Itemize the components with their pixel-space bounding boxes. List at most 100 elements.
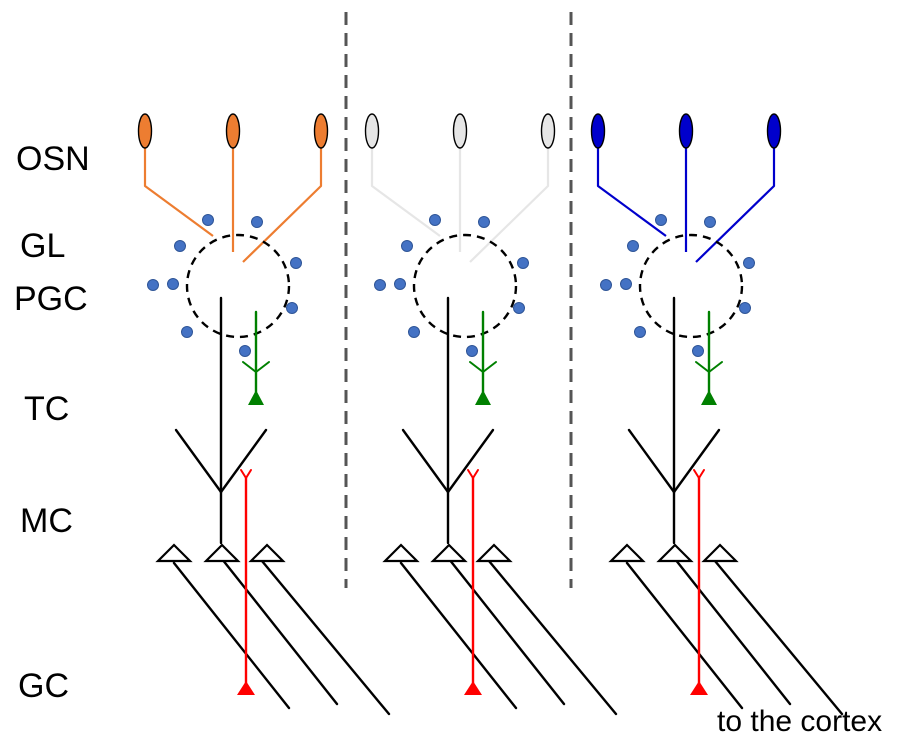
osn-axon-3 [242,148,323,263]
tufted-cell-branch-right [482,361,497,373]
label-tc: TC [24,390,69,428]
projection-neuron-soma-left [382,543,420,563]
periglomerular-cell [600,279,612,291]
osn-cell-body-3 [313,113,329,149]
projection-neuron-soma-right [701,543,739,563]
periglomerular-cell [627,240,639,252]
label-osn: OSN [16,140,90,178]
glomerular-units [137,113,844,716]
tufted-cell-body [475,390,491,405]
periglomerular-cell [429,214,441,226]
glomerulus [412,233,518,339]
glomerulus [638,233,744,339]
osn-cell-body-2 [678,113,694,149]
tufted-cell-branch-left [242,361,257,373]
osn-axon-3 [695,148,776,263]
osn-cell-body-1 [364,113,380,149]
granule-cell-spine-left [240,469,247,479]
tufted-cell-branch-left [469,361,484,373]
granule-cell-body [690,681,708,695]
tufted-cell-body [248,390,264,405]
projection-neuron-soma-left [155,543,193,563]
glomerular-unit-2 [364,113,618,716]
tufted-cell-branch-right [708,361,723,373]
projection-axon-3 [713,559,844,716]
label-mc: MC [20,502,73,540]
label-pgc: PGC [14,280,88,318]
glomerulus [185,233,291,339]
periglomerular-cell [620,278,632,290]
osn-axon-1 [596,148,667,237]
periglomerular-cell [374,279,386,291]
osn-cell-body-3 [766,113,782,149]
projection-neuron-soma-right [248,543,286,563]
osn-axon-1 [370,148,441,237]
periglomerular-cell [739,302,751,314]
osn-axon-3 [469,148,550,263]
osn-axon-1 [143,148,214,237]
glomerular-unit-1 [137,113,391,716]
periglomerular-cell [290,257,302,269]
granule-cell-body [237,681,255,695]
mitral-dendrite-right [672,428,721,494]
periglomerular-cell [466,345,478,357]
mitral-cell-soma [430,543,468,563]
granule-cell-spine-left [467,469,474,479]
periglomerular-cell [513,302,525,314]
projection-axon-2 [673,557,792,706]
mitral-dendrite-right [446,428,495,494]
projection-axon-1 [625,561,744,710]
granule-cell-spine-right [245,469,252,479]
granule-cell-spine-left [693,469,700,479]
osn-cell-body-1 [590,113,606,149]
projection-axon-1 [172,561,291,710]
projection-neuron-soma-left [608,543,646,563]
periglomerular-cell [394,278,406,290]
periglomerular-cell [174,240,186,252]
mitral-cell-soma [656,543,694,563]
projection-axon-3 [260,559,391,716]
mitral-dendrite-left [174,428,223,494]
periglomerular-cell [239,345,251,357]
periglomerular-cell [408,326,420,338]
granule-cell-body [464,681,482,695]
label-gl: GL [20,227,65,265]
mitral-cell-soma [203,543,241,563]
projection-axon-2 [447,557,566,706]
tufted-cell-branch-left [695,361,710,373]
projection-neuron-soma-right [475,543,513,563]
glomerular-unit-3 [590,113,844,716]
periglomerular-cell [655,214,667,226]
periglomerular-cell [704,216,716,228]
mitral-dendrite-right [219,428,268,494]
mitral-dendrite-left [627,428,676,494]
tufted-cell-branch-right [255,361,270,373]
osn-cell-body-1 [137,113,153,149]
tufted-cell-body [701,390,717,405]
periglomerular-cell [634,326,646,338]
granule-cell-spine-right [472,469,479,479]
label-gc: GC [18,667,69,705]
periglomerular-cell [743,257,755,269]
projection-axon-3 [487,559,618,716]
granule-cell-spine-right [698,469,705,479]
projection-axon-2 [220,557,339,706]
osn-cell-body-3 [540,113,556,149]
osn-cell-body-2 [225,113,241,149]
periglomerular-cell [692,345,704,357]
unit-dividers [344,12,573,588]
projection-axon-1 [399,561,518,710]
mitral-dendrite-left [401,428,450,494]
periglomerular-cell [517,257,529,269]
periglomerular-cell [147,279,159,291]
periglomerular-cell [181,326,193,338]
periglomerular-cell [478,216,490,228]
periglomerular-cell [401,240,413,252]
periglomerular-cell [167,278,179,290]
periglomerular-cell [286,302,298,314]
label-to-cortex: to the cortex [717,705,882,736]
periglomerular-cell [202,214,214,226]
periglomerular-cell [251,216,263,228]
osn-cell-body-2 [452,113,468,149]
